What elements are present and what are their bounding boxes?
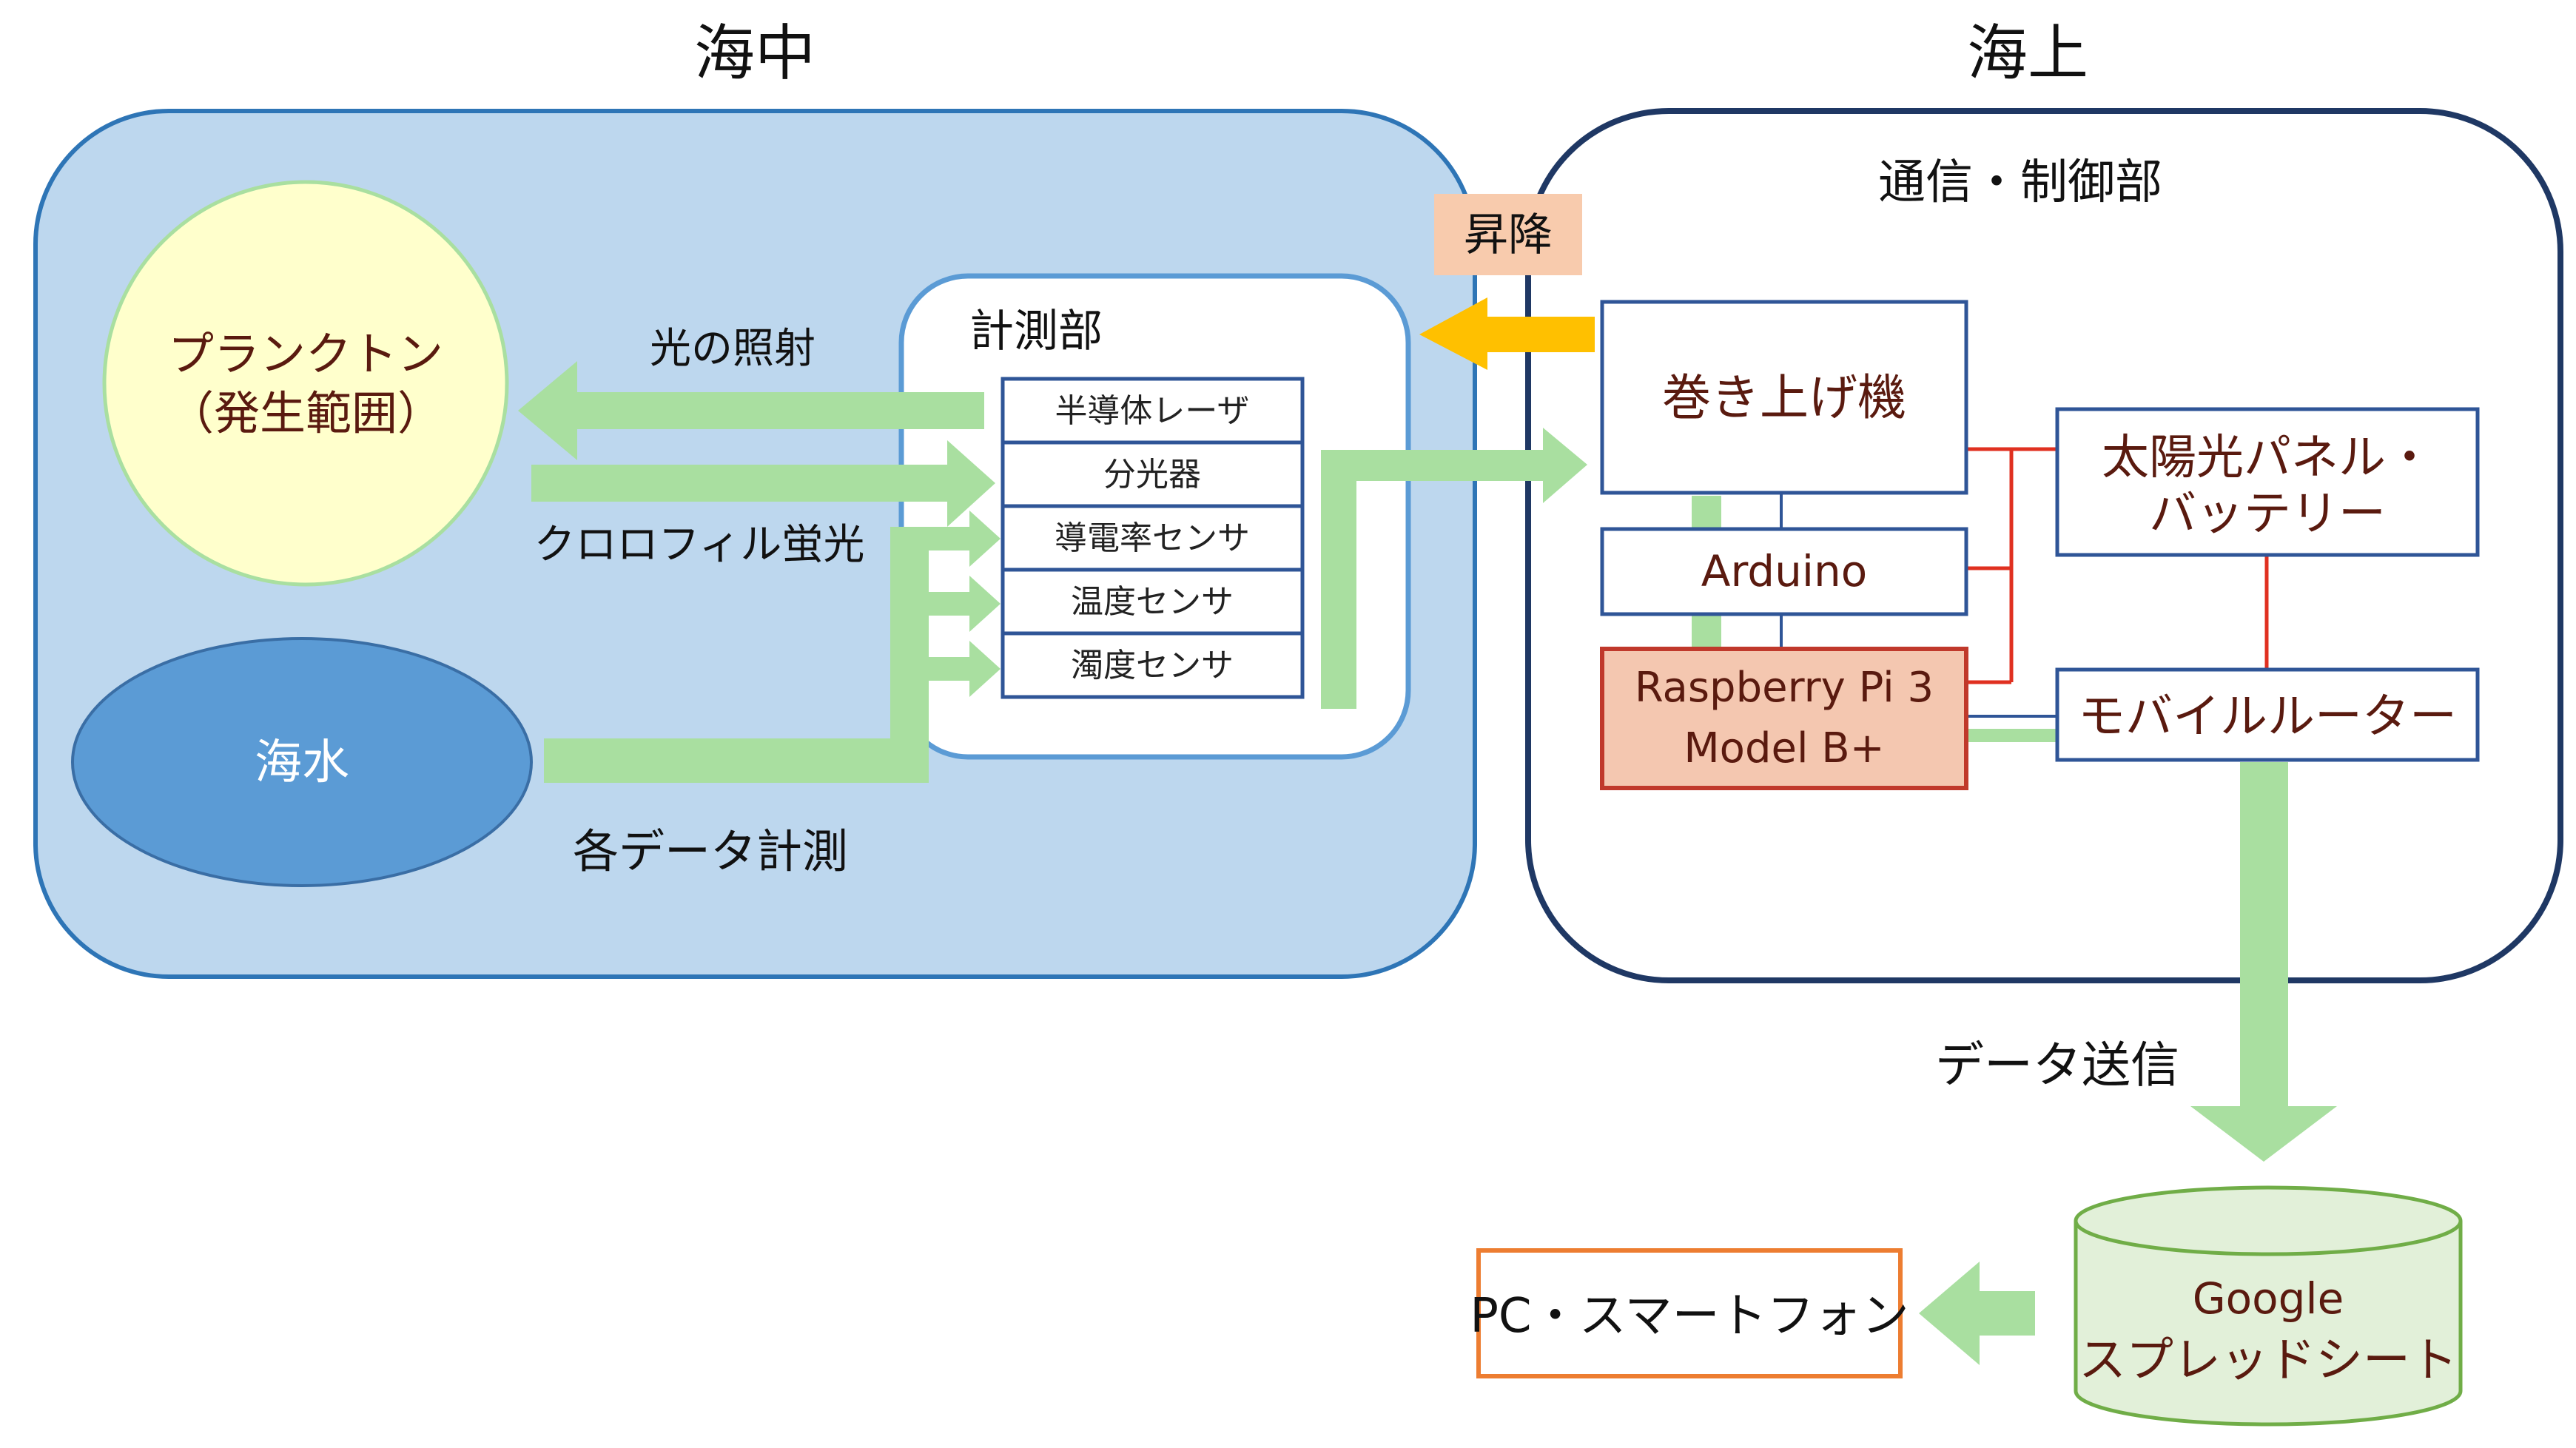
lift-label-box (1434, 194, 1582, 275)
winch-box (1600, 300, 1968, 495)
sensor-arrow-conductivity (890, 511, 1001, 567)
arduino-label: Arduino (1701, 546, 1867, 596)
sheet-to-pc-arrow (1919, 1262, 2035, 1365)
section-title-surface: 海上 (1967, 18, 2088, 89)
sensor-box-conductivity (1001, 504, 1305, 572)
power-lines (1965, 447, 2269, 684)
winch-label: 巻き上げ機 (1662, 369, 1906, 426)
data-send-label: データ送信 (1935, 1037, 2179, 1094)
sensor-label-laser: 半導体レーザ (1055, 392, 1249, 430)
mobile-router-box (2055, 667, 2480, 762)
data-measure-label: 各データ計測 (573, 824, 848, 878)
google-sheet-cylinder (2074, 1185, 2463, 1427)
mobile-router-label: モバイルルーター (2078, 690, 2457, 744)
sensor-box-spectrometer (1001, 440, 1305, 508)
chlorophyll-label: クロロフィル蛍光 (534, 521, 865, 569)
solar-battery-label: 太陽光パネル・ (2102, 431, 2433, 485)
sensor-label-conductivity: 導電率センサ (1055, 519, 1250, 557)
google-sheet-sublabel: スプレッドシート (2079, 1333, 2458, 1388)
measurement-to-winch-arrow (1321, 428, 1587, 709)
arduino-box (1600, 527, 1968, 616)
raspberry-pi-model: Model B+ (1684, 724, 1884, 772)
seawater-pipe-horizontal (544, 738, 929, 783)
lift-label: 昇降 (1464, 209, 1553, 261)
sensor-label-turbidity: 濁度センサ (1071, 647, 1234, 684)
measurement-title: 計測部 (969, 306, 1103, 357)
seawater-ellipse (71, 637, 533, 887)
lift-arrow (1419, 297, 1595, 370)
sensor-arrow-turbidity (890, 641, 1001, 697)
solar-battery-box (2055, 407, 2480, 557)
sensor-box-temperature (1001, 568, 1305, 636)
control-title: 通信・制御部 (1878, 155, 2162, 210)
plankton-circle (102, 180, 509, 587)
raspberry-pi-box (1600, 647, 1968, 790)
seawater-label: 海水 (255, 735, 349, 790)
sensor-label-spectrometer: 分光器 (1103, 456, 1201, 494)
sensor-arrow-temperature (890, 576, 1001, 632)
raspi-router-link (1965, 729, 2057, 742)
light-arrow (518, 361, 984, 460)
google-sheet-label: Google (2193, 1273, 2344, 1324)
sensor-box-turbidity (1001, 631, 1305, 699)
data-send-arrow (2190, 762, 2337, 1162)
fluorescence-arrow (531, 440, 995, 527)
sensor-stack: 半導体レーザ 分光器 導電率センサ 温度センサ 濁度センサ (1001, 377, 1305, 699)
light-irradiation-label: 光の照射 (650, 325, 815, 373)
plankton-label: プランクトン (168, 327, 443, 381)
pc-smartphone-label: PC・スマートフォン (1470, 1289, 1909, 1344)
section-title-undersea: 海中 (694, 18, 815, 89)
pc-smartphone-box (1476, 1248, 1903, 1378)
sensor-box-laser (1001, 377, 1305, 445)
sensor-label-temperature: 温度センサ (1071, 583, 1234, 621)
plankton-sublabel: （発生範囲） (168, 386, 443, 440)
solar-battery-sublabel: バッテリー (2149, 487, 2386, 542)
raspberry-pi-label: Raspberry Pi 3 (1635, 664, 1934, 712)
